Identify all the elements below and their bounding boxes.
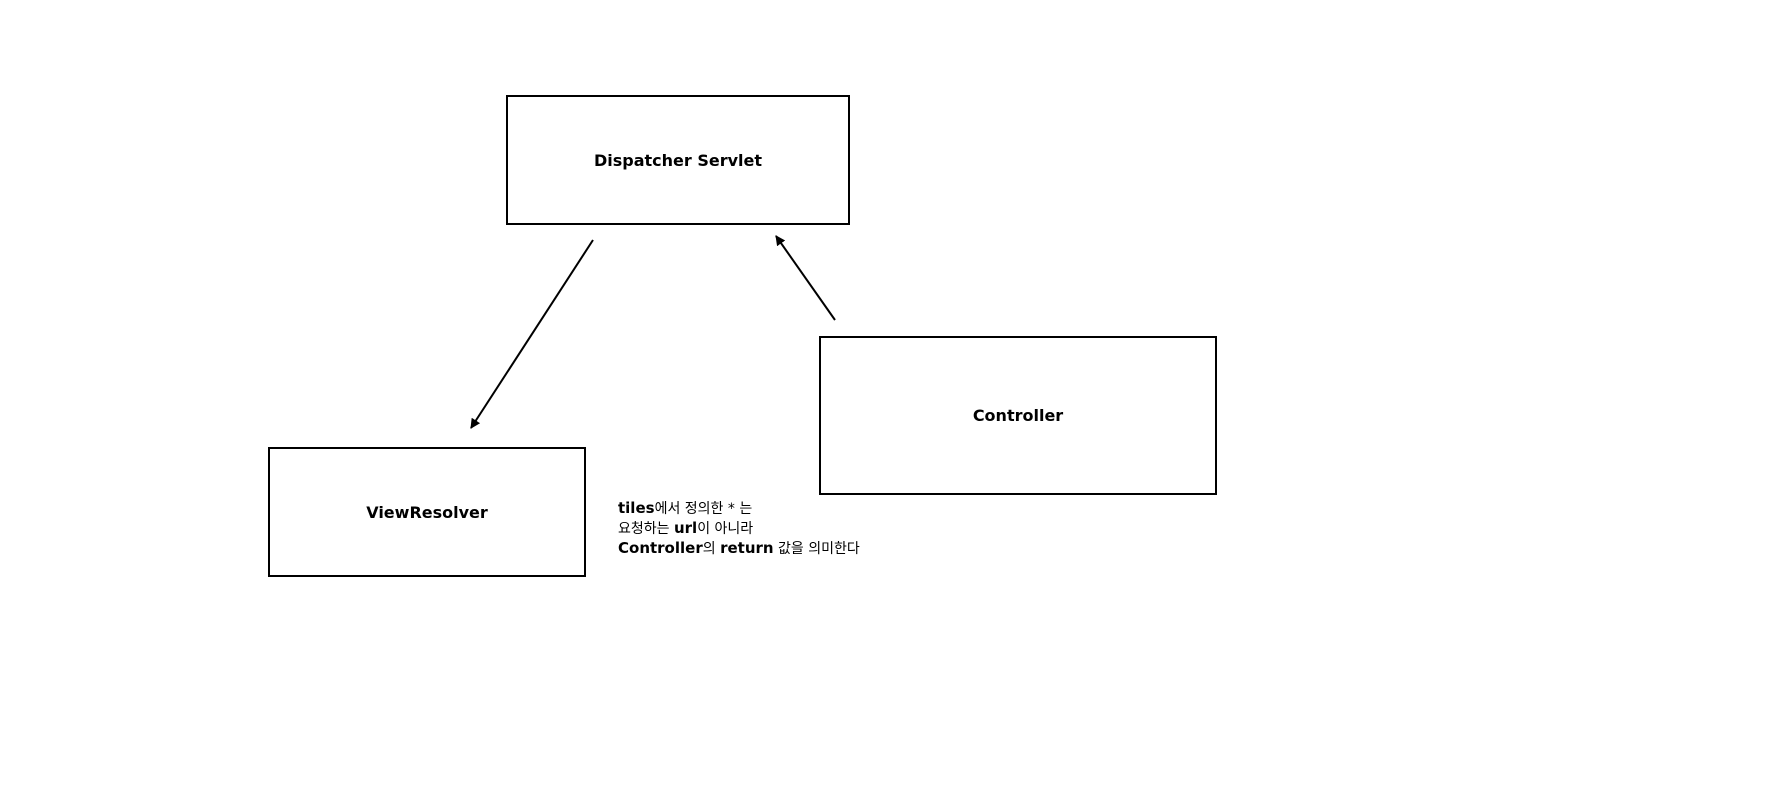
note-line-1: tiles에서 정의한 * 는: [618, 499, 860, 519]
dispatcher-servlet-box: Dispatcher Servlet: [506, 95, 850, 225]
note-tiles-text: tiles: [618, 499, 655, 517]
note-controller-text: Controller: [618, 539, 703, 557]
arrow-dispatcher-to-viewresolver: [470, 239, 594, 429]
annotation-note: tiles에서 정의한 * 는 요청하는 url이 아니라 Controller…: [618, 499, 860, 559]
view-resolver-box: ViewResolver: [268, 447, 586, 577]
note-line-3-mid: 의: [702, 541, 721, 557]
view-resolver-label: ViewResolver: [366, 502, 488, 522]
note-return-text: return: [720, 539, 774, 557]
note-line-3-rest: 값을 의미한다: [773, 541, 860, 557]
controller-label: Controller: [972, 406, 1064, 425]
arrow-controller-to-dispatcher: [775, 235, 836, 321]
note-line-2: 요청하는 url이 아니라: [618, 519, 860, 539]
note-line-2-rest: 이 아니라: [697, 521, 754, 537]
note-url-text: url: [673, 519, 698, 537]
dispatcher-servlet-label: Dispatcher Servlet: [593, 150, 763, 170]
note-line-3: Controller의 return 값을 의미한다: [618, 539, 860, 559]
note-line-1-rest: 에서 정의한 * 는: [654, 501, 753, 517]
note-line-2-pre: 요청하는: [618, 521, 674, 537]
controller-box: Controller: [819, 336, 1217, 495]
